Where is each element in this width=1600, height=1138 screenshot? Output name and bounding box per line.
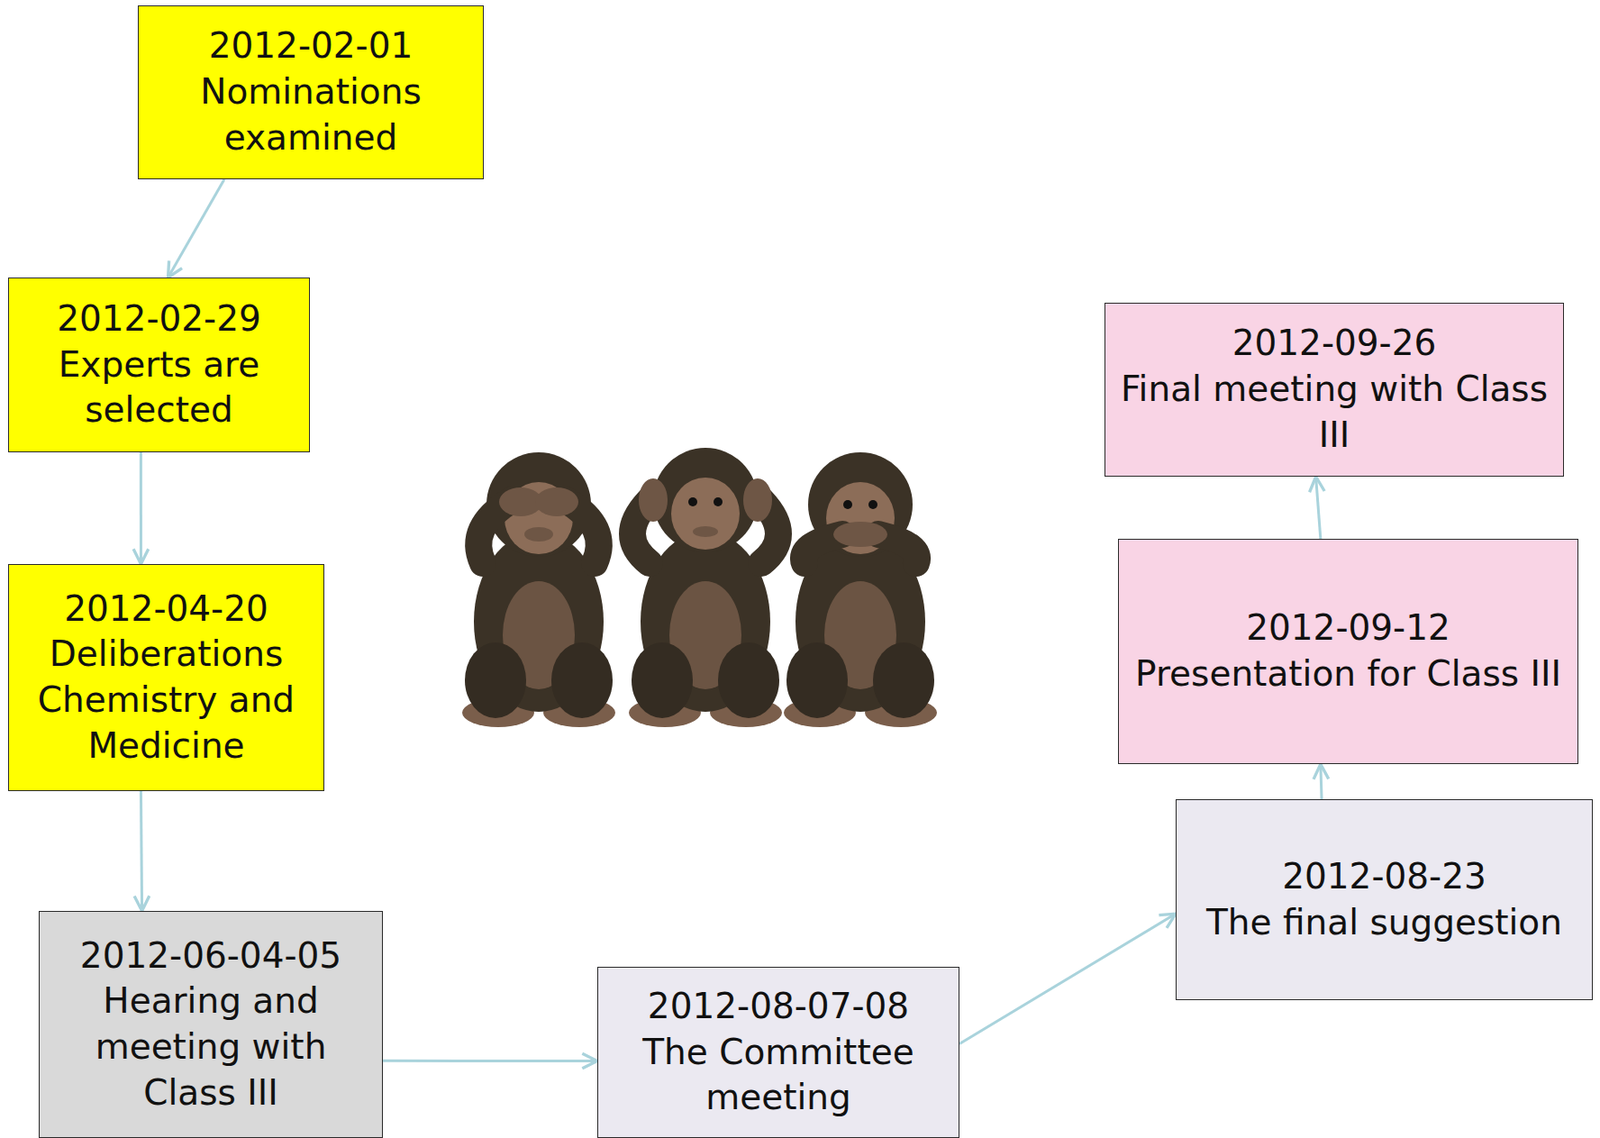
monkey-hand xyxy=(833,521,888,547)
process-box: 2012-09-12Presentation for Class III xyxy=(1118,538,1579,764)
date-label: 2012-09-12 xyxy=(1245,605,1451,652)
monkey-leg xyxy=(872,642,935,719)
date-label: 2012-09-26 xyxy=(1232,320,1437,367)
step-text: Final meeting with Class III xyxy=(1114,366,1555,458)
process-box: 2012-06-04-05Hearing and meeting with Cl… xyxy=(38,910,383,1138)
flow-arrow xyxy=(1316,476,1321,539)
monkey-mouth xyxy=(692,526,719,537)
monkey-leg xyxy=(551,642,613,719)
monkey-eye xyxy=(868,500,878,510)
date-label: 2012-02-01 xyxy=(209,23,414,70)
process-box: 2012-08-23The final suggestion xyxy=(1175,799,1593,1000)
monkey-eye xyxy=(713,497,723,507)
monkey-leg xyxy=(464,642,527,719)
monkey-hand xyxy=(638,478,668,522)
monkey-eye xyxy=(843,500,853,510)
step-text: Deliberations Chemistry and Medicine xyxy=(18,631,315,769)
date-label: 2012-02-29 xyxy=(56,296,262,343)
flow-arrow xyxy=(382,1059,598,1063)
date-label: 2012-08-07-08 xyxy=(647,983,910,1030)
date-label: 2012-04-20 xyxy=(63,586,269,633)
step-text: The final suggestion xyxy=(1206,900,1563,946)
date-label: 2012-08-23 xyxy=(1281,854,1487,900)
step-text: Nominations examined xyxy=(147,69,474,161)
step-text: The Committee meeting xyxy=(607,1029,950,1121)
monkey-leg xyxy=(718,642,780,719)
process-box: 2012-02-01Nominations examined xyxy=(137,5,484,180)
monkey-figure xyxy=(783,452,937,728)
monkey-face xyxy=(671,477,740,550)
process-box: 2012-04-20Deliberations Chemistry and Me… xyxy=(8,563,325,791)
process-box: 2012-02-29Experts are selected xyxy=(8,277,310,453)
monkey-hand xyxy=(535,487,579,517)
flow-arrow xyxy=(140,790,142,911)
monkey-eye xyxy=(688,497,698,507)
monkey-hand xyxy=(743,478,773,522)
monkey-figure xyxy=(462,452,616,728)
monkey-leg xyxy=(631,642,693,719)
monkey-head xyxy=(653,447,758,553)
monkey-mouth xyxy=(524,527,554,542)
flow-arrow xyxy=(168,179,225,278)
flow-arrow xyxy=(139,452,143,564)
process-box: 2012-08-07-08The Committee meeting xyxy=(597,966,960,1138)
step-text: Presentation for Class III xyxy=(1135,651,1562,698)
process-box: 2012-09-26Final meeting with Class III xyxy=(1104,302,1564,477)
step-text: Hearing and meeting with Class III xyxy=(48,978,373,1116)
monkey-head xyxy=(486,452,591,557)
step-text: Experts are selected xyxy=(18,342,300,434)
date-label: 2012-06-04-05 xyxy=(80,933,342,980)
monkey-figure xyxy=(628,447,782,728)
monkey-leg xyxy=(786,642,848,719)
flow-arrow xyxy=(1320,763,1322,800)
flow-arrow xyxy=(959,913,1176,1044)
